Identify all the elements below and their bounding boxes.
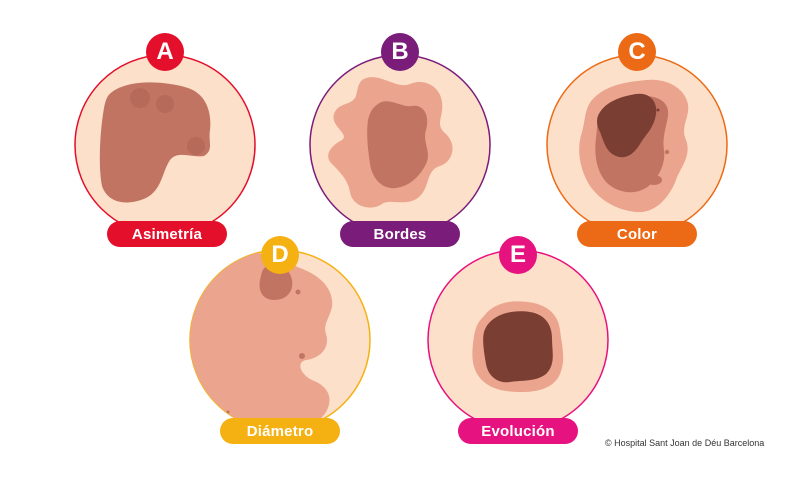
- panel-asymmetry: [74, 54, 256, 236]
- mole-d-dot: [299, 353, 305, 359]
- label-diameter: Diámetro: [220, 418, 340, 444]
- mole-d: [190, 250, 333, 430]
- mole-c-dot: [664, 149, 670, 155]
- mole-a: [99, 82, 211, 203]
- mole-e-inner: [483, 311, 553, 383]
- mole-c-satellite: [646, 175, 662, 185]
- badge-a: A: [146, 33, 184, 71]
- mole-a-spot: [156, 95, 174, 113]
- label-borders: Bordes: [340, 221, 460, 247]
- label-color: Color: [577, 221, 697, 247]
- label-asymmetry: Asimetría: [107, 221, 227, 247]
- badge-b: B: [381, 33, 419, 71]
- badge-d: D: [261, 236, 299, 274]
- mole-d-dot: [226, 410, 230, 414]
- mole-c-dot: [650, 102, 654, 106]
- badge-c: C: [618, 33, 656, 71]
- panel-diameter: [189, 249, 371, 431]
- mole-c-dot: [656, 108, 660, 112]
- mole-a-spot: [130, 88, 150, 108]
- badge-e: E: [499, 236, 537, 274]
- mole-d-dark-patch: [259, 264, 293, 300]
- mole-c-dark: [597, 93, 657, 158]
- panel-color: [546, 54, 728, 236]
- label-evolution: Evolución: [458, 418, 578, 444]
- mole-b-inner: [367, 101, 428, 189]
- copyright-credit: © Hospital Sant Joan de Déu Barcelona: [605, 438, 765, 448]
- mole-a-spot: [187, 137, 205, 155]
- panel-evolution: [427, 249, 609, 431]
- mole-d-dot: [295, 289, 301, 295]
- panel-borders: [309, 54, 491, 236]
